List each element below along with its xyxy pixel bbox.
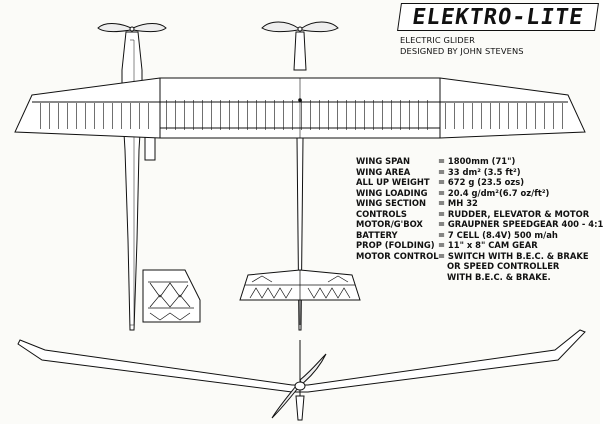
spec-row: WING SPAN = 1800mm (71") — [356, 156, 603, 167]
spec-row: WING AREA = 33 dm² (3.5 ft²) — [356, 167, 603, 178]
spec-row: WING LOADING = 20.4 g/dm²(6.7 oz/ft²) — [356, 188, 603, 199]
title-box: ELEKTRO-LITE — [397, 3, 599, 31]
top-prop-blade-left — [261, 21, 299, 33]
spec-value: = 1800mm (71") — [438, 156, 516, 166]
spec-row: MOTOR/G'BOX = GRAUPNER SPEEDGEAR 400 - 4:… — [356, 219, 603, 230]
side-prop-blade-left — [97, 23, 132, 33]
spec-value: = 672 g (23.5 ozs) — [438, 177, 525, 188]
designer-credit: DESIGNED BY JOHN STEVENS — [400, 46, 524, 56]
spec-label: WING SECTION — [356, 198, 427, 209]
side-fin — [142, 269, 201, 323]
spec-label: PROP (FOLDING) — [356, 240, 435, 251]
side-fuselage — [121, 31, 143, 331]
spec-label: MOTOR CONTROL — [356, 250, 439, 261]
spec-value: = 33 dm² (3.5 ft²) — [438, 166, 521, 177]
spec-row: CONTROLS = RUDDER, ELEVATOR & MOTOR — [356, 209, 603, 220]
spec-value: = MH 32 — [438, 198, 478, 209]
spec-label: CONTROLS — [356, 208, 407, 219]
spec-label: ALL UP WEIGHT — [356, 177, 430, 188]
spec-continuation: WITH B.E.C. & BRAKE. — [447, 272, 551, 283]
spec-table: WING SPAN = 1800mm (71") WING AREA = 33 dm… — [356, 156, 603, 283]
drawing-title: ELEKTRO-LITE — [410, 4, 586, 30]
spec-row: BATTERY = 7 CELL (8.4V) 500 m/ah — [356, 230, 603, 241]
spec-label: WING SPAN — [356, 156, 411, 166]
top-view — [14, 21, 586, 331]
spec-value: = RUDDER, ELEVATOR & MOTOR — [438, 208, 590, 219]
top-prop-blade-right — [301, 21, 339, 33]
spec-row: MOTOR CONTROL= SWITCH WITH B.E.C. & BRAK… — [356, 251, 603, 262]
spec-row: ALL UP WEIGHT = 672 g (23.5 ozs) — [356, 177, 603, 188]
spec-value: = 20.4 g/dm²(6.7 oz/ft²) — [438, 187, 550, 198]
spec-value: = 7 CELL (8.4V) 500 m/ah — [438, 229, 558, 240]
spec-label: WING LOADING — [356, 187, 428, 198]
spec-row: PROP (FOLDING)= 11" x 8" CAM GEAR — [356, 240, 603, 251]
spec-label: MOTOR/G'BOX — [356, 219, 423, 230]
front-prop — [271, 353, 327, 419]
subtitle: ELECTRIC GLIDER — [400, 35, 476, 45]
side-prop-blade-right — [132, 23, 167, 33]
side-view — [97, 23, 201, 331]
spec-value: = GRAUPNER SPEEDGEAR 400 - 4:1 — [438, 219, 603, 230]
spec-value: = SWITCH WITH B.E.C. & BRAKE — [438, 250, 589, 261]
spec-label: WING AREA — [356, 166, 411, 177]
spec-row: WING SECTION = MH 32 — [356, 198, 603, 209]
front-view — [17, 329, 586, 421]
spec-continuation: OR SPEED CONTROLLER — [447, 261, 560, 272]
front-wing — [17, 329, 586, 393]
spec-value: = 11" x 8" CAM GEAR — [438, 240, 538, 251]
spec-label: BATTERY — [356, 229, 398, 240]
